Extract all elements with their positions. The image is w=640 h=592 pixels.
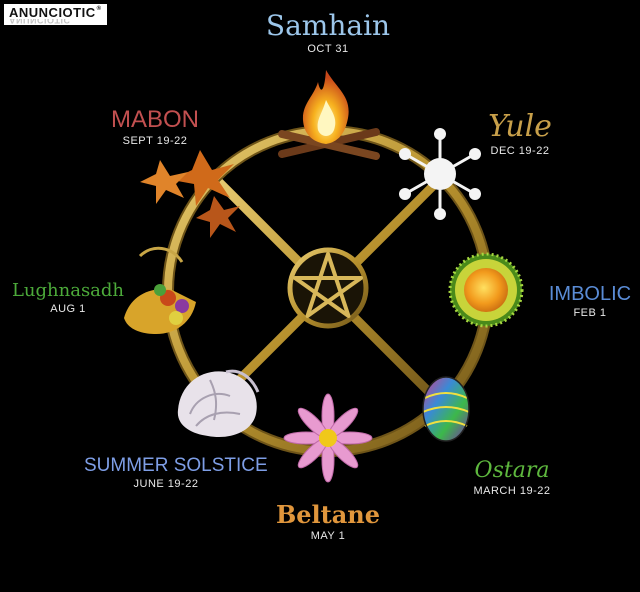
sabbat-samhain: Samhain OCT 31 [262,9,394,56]
sabbat-date: MARCH 19-22 [473,485,551,497]
sabbat-date: JUNE 19-22 [133,478,199,490]
sabbat-summer-solstice: SUMMER SOLSTICE JUNE 19-22 [84,455,268,490]
watermark-text: ANUNCIOTIC [9,5,96,20]
sabbat-name: Samhain [265,9,391,42]
sabbat-name: SUMMER SOLSTICE [84,455,268,476]
flower-icon [283,393,373,483]
sabbat-date: FEB 1 [573,307,607,319]
sabbat-mabon: MABON SEPT 19-22 [96,106,214,148]
watermark-logo: ANUNCIOTIC® ANUNCIOTIC [4,4,107,25]
sabbat-name: Yule [488,109,552,144]
cornucopia-icon [124,246,196,334]
fire-icon [278,70,380,160]
sabbat-lughnasadh: Lughnasadh AUG 1 [2,280,134,316]
sabbat-ostara: Ostara MARCH 19-22 [462,458,562,498]
pentagram-icon [287,247,369,329]
watermark-reflection: ANUNCIOTIC [9,19,71,24]
sabbat-date: MAY 1 [310,530,346,542]
sabbat-name: Ostara [474,458,550,483]
sabbat-yule: Yule DEC 19-22 [470,109,570,158]
sabbat-name: Beltane [275,500,381,529]
sabbat-name: Lughnasadh [11,280,125,301]
sun-icon [448,252,524,328]
sabbat-beltane: Beltane MAY 1 [268,500,388,543]
sabbat-name: IMBOLIC [548,283,632,305]
snowflake-icon [399,128,481,220]
sabbat-date: SEPT 19-22 [122,135,188,147]
watermark-registered: ® [96,6,102,12]
sabbat-imbolic: IMBOLIC FEB 1 [540,284,640,319]
sabbat-name: MABON [110,106,199,133]
sabbat-date: DEC 19-22 [490,145,550,157]
egg-icon [422,376,470,442]
sabbat-date: AUG 1 [50,303,86,315]
shell-icon [177,369,260,438]
sabbat-date: OCT 31 [307,43,349,55]
leaves-icon [140,150,240,238]
